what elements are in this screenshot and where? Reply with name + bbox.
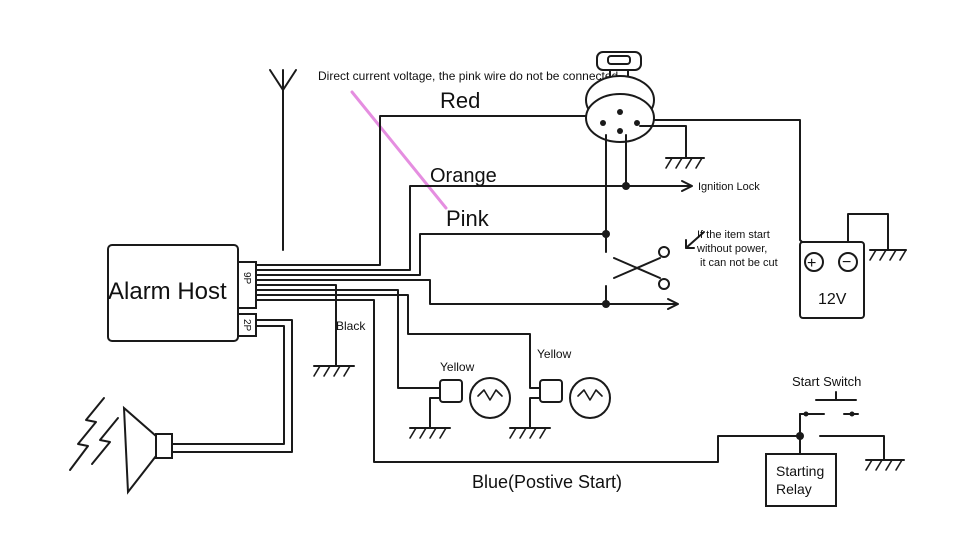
- start-output-wire: [255, 279, 679, 310]
- ground-icon: [665, 157, 705, 169]
- battery-label: 12V: [818, 291, 847, 308]
- connector-9p: 9P: [237, 261, 257, 309]
- ignition-switch-icon: [585, 51, 687, 239]
- red-label: Red: [440, 88, 480, 113]
- ground-icon: [313, 365, 355, 377]
- pink-marker-line: [350, 90, 448, 210]
- antenna-icon: [269, 69, 297, 251]
- arrow-icon: [685, 231, 705, 249]
- starting-relay: Starting Relay: [765, 453, 837, 507]
- siren-icon: [69, 397, 173, 495]
- pink-label: Pink: [446, 206, 490, 231]
- battery-minus-label: −: [842, 254, 851, 271]
- yellow-label-1: Yellow: [440, 360, 475, 374]
- scissors-icon: [613, 246, 670, 290]
- alarm-host: Alarm Host: [107, 244, 239, 342]
- blue-label: Blue(Postive Start): [472, 472, 622, 492]
- connector-9p-label: 9P: [241, 272, 252, 285]
- bulb-icon: [429, 377, 511, 429]
- ground-icon: [869, 249, 907, 261]
- cut-note-line3: it can not be cut: [700, 257, 778, 269]
- battery-plus-label: +: [807, 255, 816, 272]
- yellow-wire-1: [255, 289, 441, 389]
- black-wire: [255, 284, 337, 367]
- ground-icon: [409, 427, 451, 439]
- connector-2p-label: 2P: [241, 319, 252, 332]
- blue-wire: [255, 299, 801, 463]
- start-switch: [796, 391, 885, 461]
- siren-wires: [171, 319, 293, 453]
- bulb-icon: [529, 377, 611, 429]
- yellow-label-2: Yellow: [537, 347, 572, 361]
- pink-wire: [255, 230, 610, 276]
- black-label: Black: [336, 319, 366, 333]
- starting-relay-line2: Relay: [776, 481, 812, 497]
- pink-wire-note: Direct current voltage, the pink wire do…: [318, 69, 622, 83]
- cut-point: [602, 237, 610, 308]
- battery-icon: + − 12V: [799, 213, 889, 319]
- ignition-lock-label: Ignition Lock: [698, 181, 760, 193]
- cut-note-line1: If the item start: [697, 229, 770, 241]
- yellow-wire-2: [255, 294, 541, 389]
- ground-icon: [865, 459, 905, 471]
- cut-note-line2: without power,: [696, 243, 767, 255]
- starting-relay-line1: Starting: [776, 463, 824, 479]
- connector-2p: 2P: [237, 313, 257, 337]
- orange-label: Orange: [430, 165, 497, 187]
- orange-wire: [255, 180, 693, 271]
- alarm-host-label: Alarm Host: [108, 278, 227, 305]
- ground-icon: [509, 427, 551, 439]
- start-switch-label: Start Switch: [792, 374, 861, 389]
